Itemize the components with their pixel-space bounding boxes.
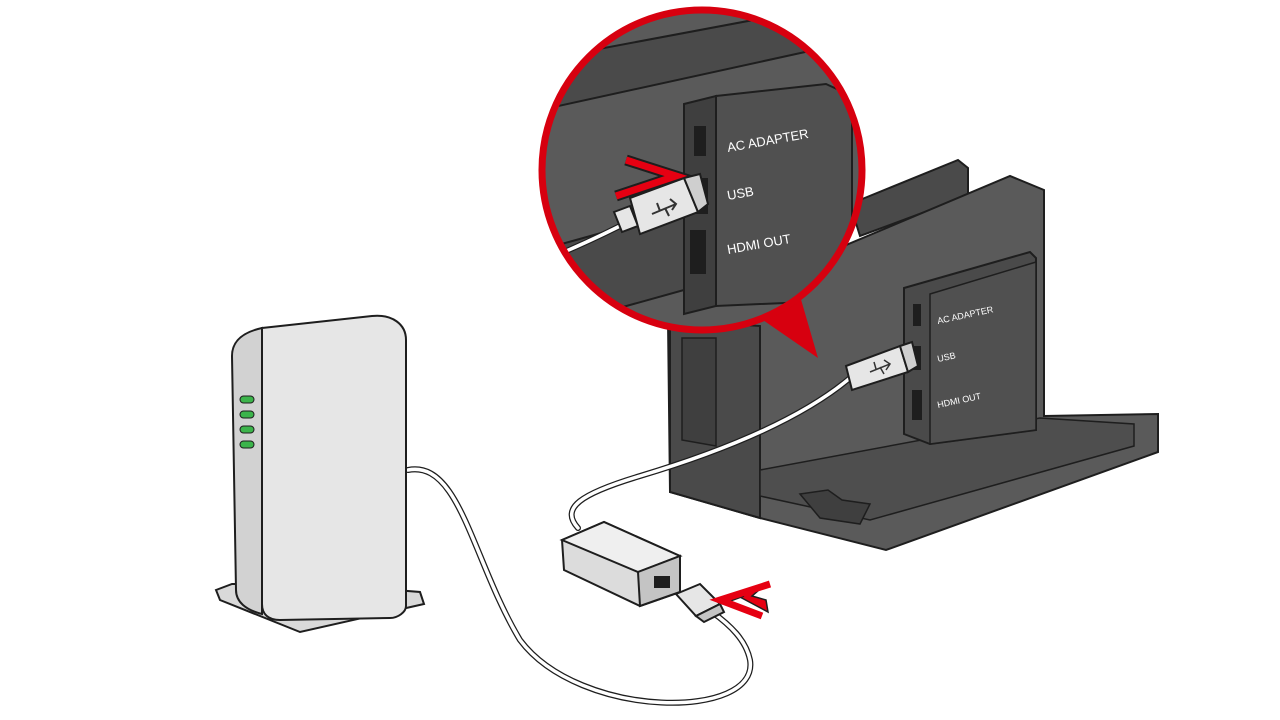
dock-back-lip [848, 158, 969, 238]
dock-inner-slot [681, 337, 717, 447]
cables [405, 375, 853, 706]
dock-label-usb: USB [936, 350, 956, 364]
dock-bottom-notch [798, 489, 872, 525]
usb-symbol-icon [651, 198, 678, 217]
lan-adapter [559, 520, 683, 608]
zoom-usb-plug [612, 172, 710, 236]
zoom-label-usb: USB [726, 184, 755, 203]
zoom-ac-adapter-port [694, 126, 706, 156]
dock-ac-adapter-port [913, 304, 921, 326]
router-led-icon [239, 425, 255, 434]
router-leds [239, 395, 255, 449]
usb-plug [844, 340, 920, 392]
dock-port-panel-front [929, 260, 1037, 445]
callout-ring [538, 6, 866, 334]
router-body-side [230, 326, 263, 616]
zoom-hdmi-port [690, 230, 706, 274]
router-body-front [261, 314, 407, 622]
usb-symbol-icon [869, 359, 892, 375]
router-led-icon [239, 395, 255, 404]
router-led-icon [239, 440, 255, 449]
dock-base-floor [759, 417, 1135, 521]
dock-hdmi-port [912, 390, 922, 420]
lan-port [654, 576, 670, 588]
lan-plug [674, 582, 726, 624]
router-led-icon [239, 410, 255, 419]
router [214, 314, 426, 634]
lan-insert-arrow [709, 580, 772, 620]
